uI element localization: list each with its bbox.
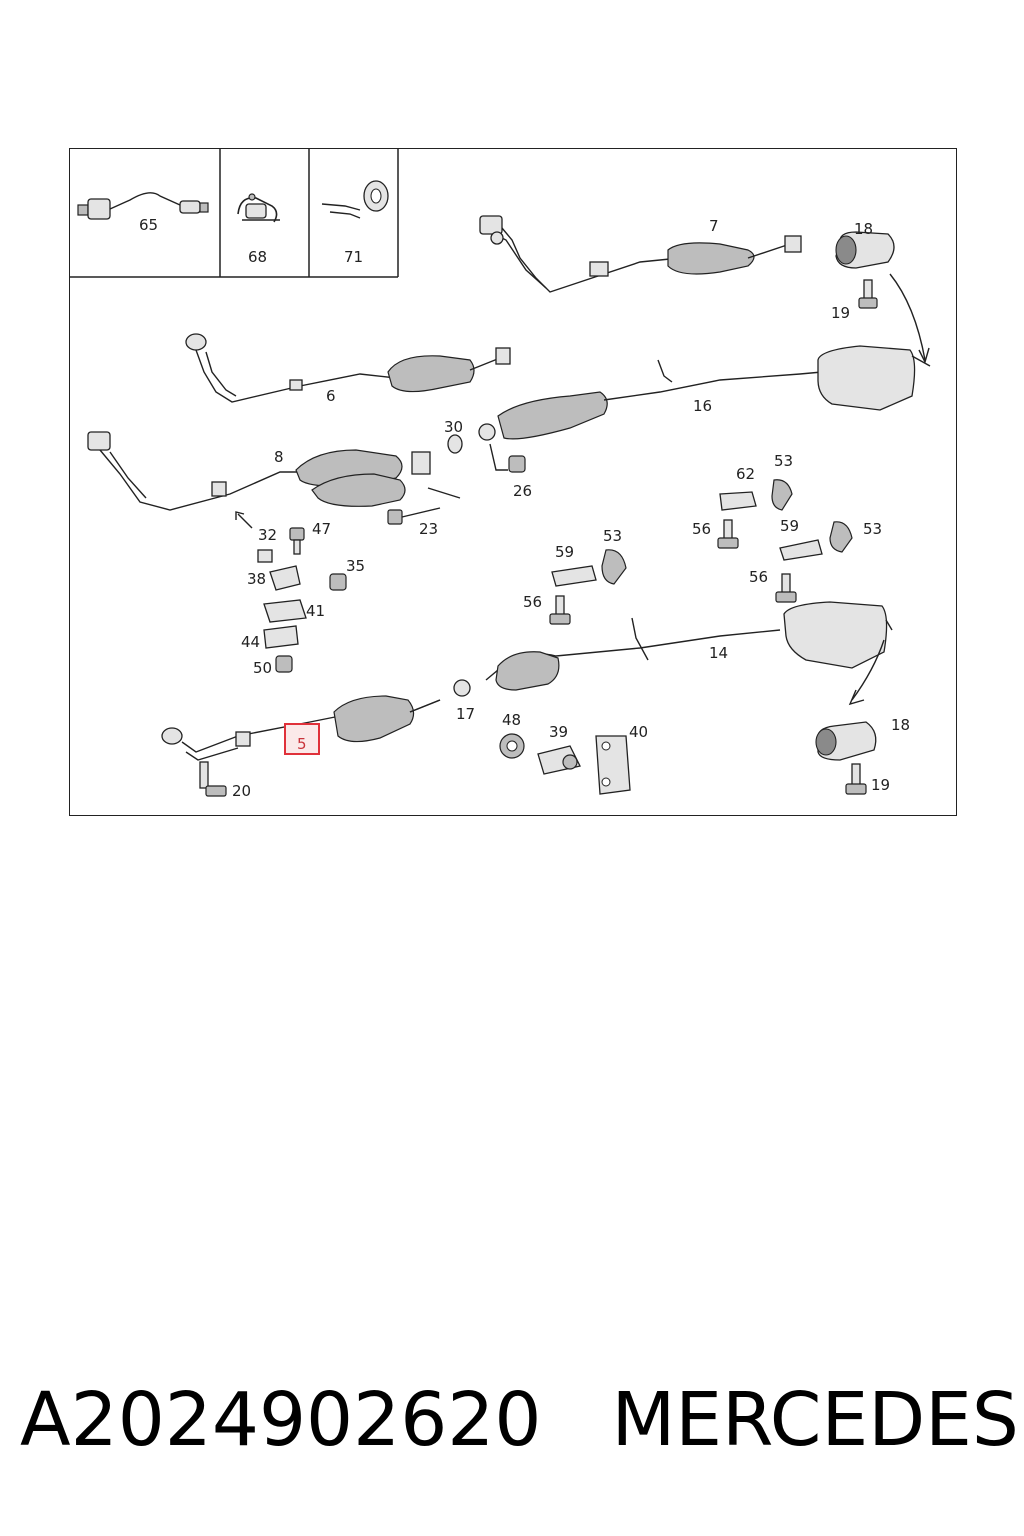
part-label-38: 38 bbox=[247, 570, 266, 588]
part-label-53-c: 53 bbox=[863, 520, 882, 538]
bolt-20[interactable] bbox=[199, 761, 227, 797]
part-label-59-a: 59 bbox=[555, 543, 574, 561]
hardware-cluster[interactable] bbox=[257, 527, 347, 673]
caption: A2024902620 MERCEDES bbox=[20, 1370, 1019, 1470]
part-label-39: 39 bbox=[549, 723, 568, 741]
gasket-icon[interactable] bbox=[321, 180, 389, 219]
gasket-30[interactable] bbox=[447, 434, 508, 471]
part-label-20: 20 bbox=[232, 782, 251, 800]
clamp-icon[interactable] bbox=[237, 193, 280, 223]
inset-label-68: 68 bbox=[248, 248, 267, 266]
part-label-23: 23 bbox=[419, 520, 438, 538]
front-pipe-converter-5[interactable] bbox=[161, 695, 441, 761]
brand-name: MERCEDES bbox=[611, 1377, 1019, 1463]
tailpipe-tip-18-lower[interactable] bbox=[815, 721, 877, 761]
bolt-icon-19-top[interactable] bbox=[858, 279, 878, 309]
front-pipe-converter-7[interactable] bbox=[479, 215, 802, 293]
part-label-30: 30 bbox=[444, 418, 463, 436]
bolt-23[interactable] bbox=[387, 507, 441, 525]
part-label-7: 7 bbox=[709, 217, 719, 235]
bracket-40[interactable] bbox=[595, 735, 631, 795]
part-label-50: 50 bbox=[253, 659, 272, 677]
part-label-44: 44 bbox=[241, 633, 260, 651]
part-label-62: 62 bbox=[736, 465, 755, 483]
clamp-39[interactable] bbox=[537, 745, 581, 775]
inset-panel: 65 68 71 bbox=[69, 148, 399, 278]
part-label-56-c: 56 bbox=[523, 593, 542, 611]
part-label-5: 5 bbox=[297, 735, 307, 753]
part-label-47: 47 bbox=[312, 520, 331, 538]
diagram-frame bbox=[69, 148, 957, 816]
inset-label-71: 71 bbox=[344, 248, 363, 266]
part-label-17: 17 bbox=[456, 705, 475, 723]
hanger-brackets[interactable] bbox=[549, 479, 853, 625]
part-label-35: 35 bbox=[346, 557, 365, 575]
front-pipe-converter-6[interactable] bbox=[185, 333, 511, 403]
sensor-48[interactable] bbox=[499, 733, 525, 759]
part-label-41: 41 bbox=[306, 602, 325, 620]
part-label-32: 32 bbox=[258, 526, 277, 544]
part-label-53-b: 53 bbox=[603, 527, 622, 545]
part-label-19-top: 19 bbox=[831, 304, 850, 322]
part-label-53-a: 53 bbox=[774, 452, 793, 470]
tailpipe-tip-18[interactable] bbox=[835, 231, 930, 364]
inset-label-65: 65 bbox=[139, 216, 158, 234]
exhaust-system-16[interactable] bbox=[478, 345, 931, 441]
part-label-8: 8 bbox=[274, 448, 284, 466]
clamp-17[interactable] bbox=[453, 679, 471, 697]
part-label-56-b: 56 bbox=[749, 568, 768, 586]
part-number: A2024902620 bbox=[20, 1377, 542, 1463]
part-label-18-top: 18 bbox=[854, 220, 873, 238]
part-label-59-b: 59 bbox=[780, 517, 799, 535]
part-label-16: 16 bbox=[693, 397, 712, 415]
nut-26[interactable] bbox=[508, 455, 526, 473]
part-label-40: 40 bbox=[629, 723, 648, 741]
highlight-box-5 bbox=[284, 723, 320, 755]
oxygen-sensor-icon[interactable] bbox=[77, 192, 209, 220]
part-label-26: 26 bbox=[513, 482, 532, 500]
part-label-48: 48 bbox=[502, 711, 521, 729]
part-label-18-lower: 18 bbox=[891, 716, 910, 734]
part-label-14: 14 bbox=[709, 644, 728, 662]
part-label-6: 6 bbox=[326, 387, 336, 405]
part-label-19-lower: 19 bbox=[871, 776, 890, 794]
front-pipe-twin-converter-8[interactable] bbox=[87, 431, 461, 529]
rear-pipe-muffler-14[interactable] bbox=[485, 601, 893, 706]
part-label-56-a: 56 bbox=[692, 520, 711, 538]
bolt-19-lower[interactable] bbox=[845, 763, 867, 795]
